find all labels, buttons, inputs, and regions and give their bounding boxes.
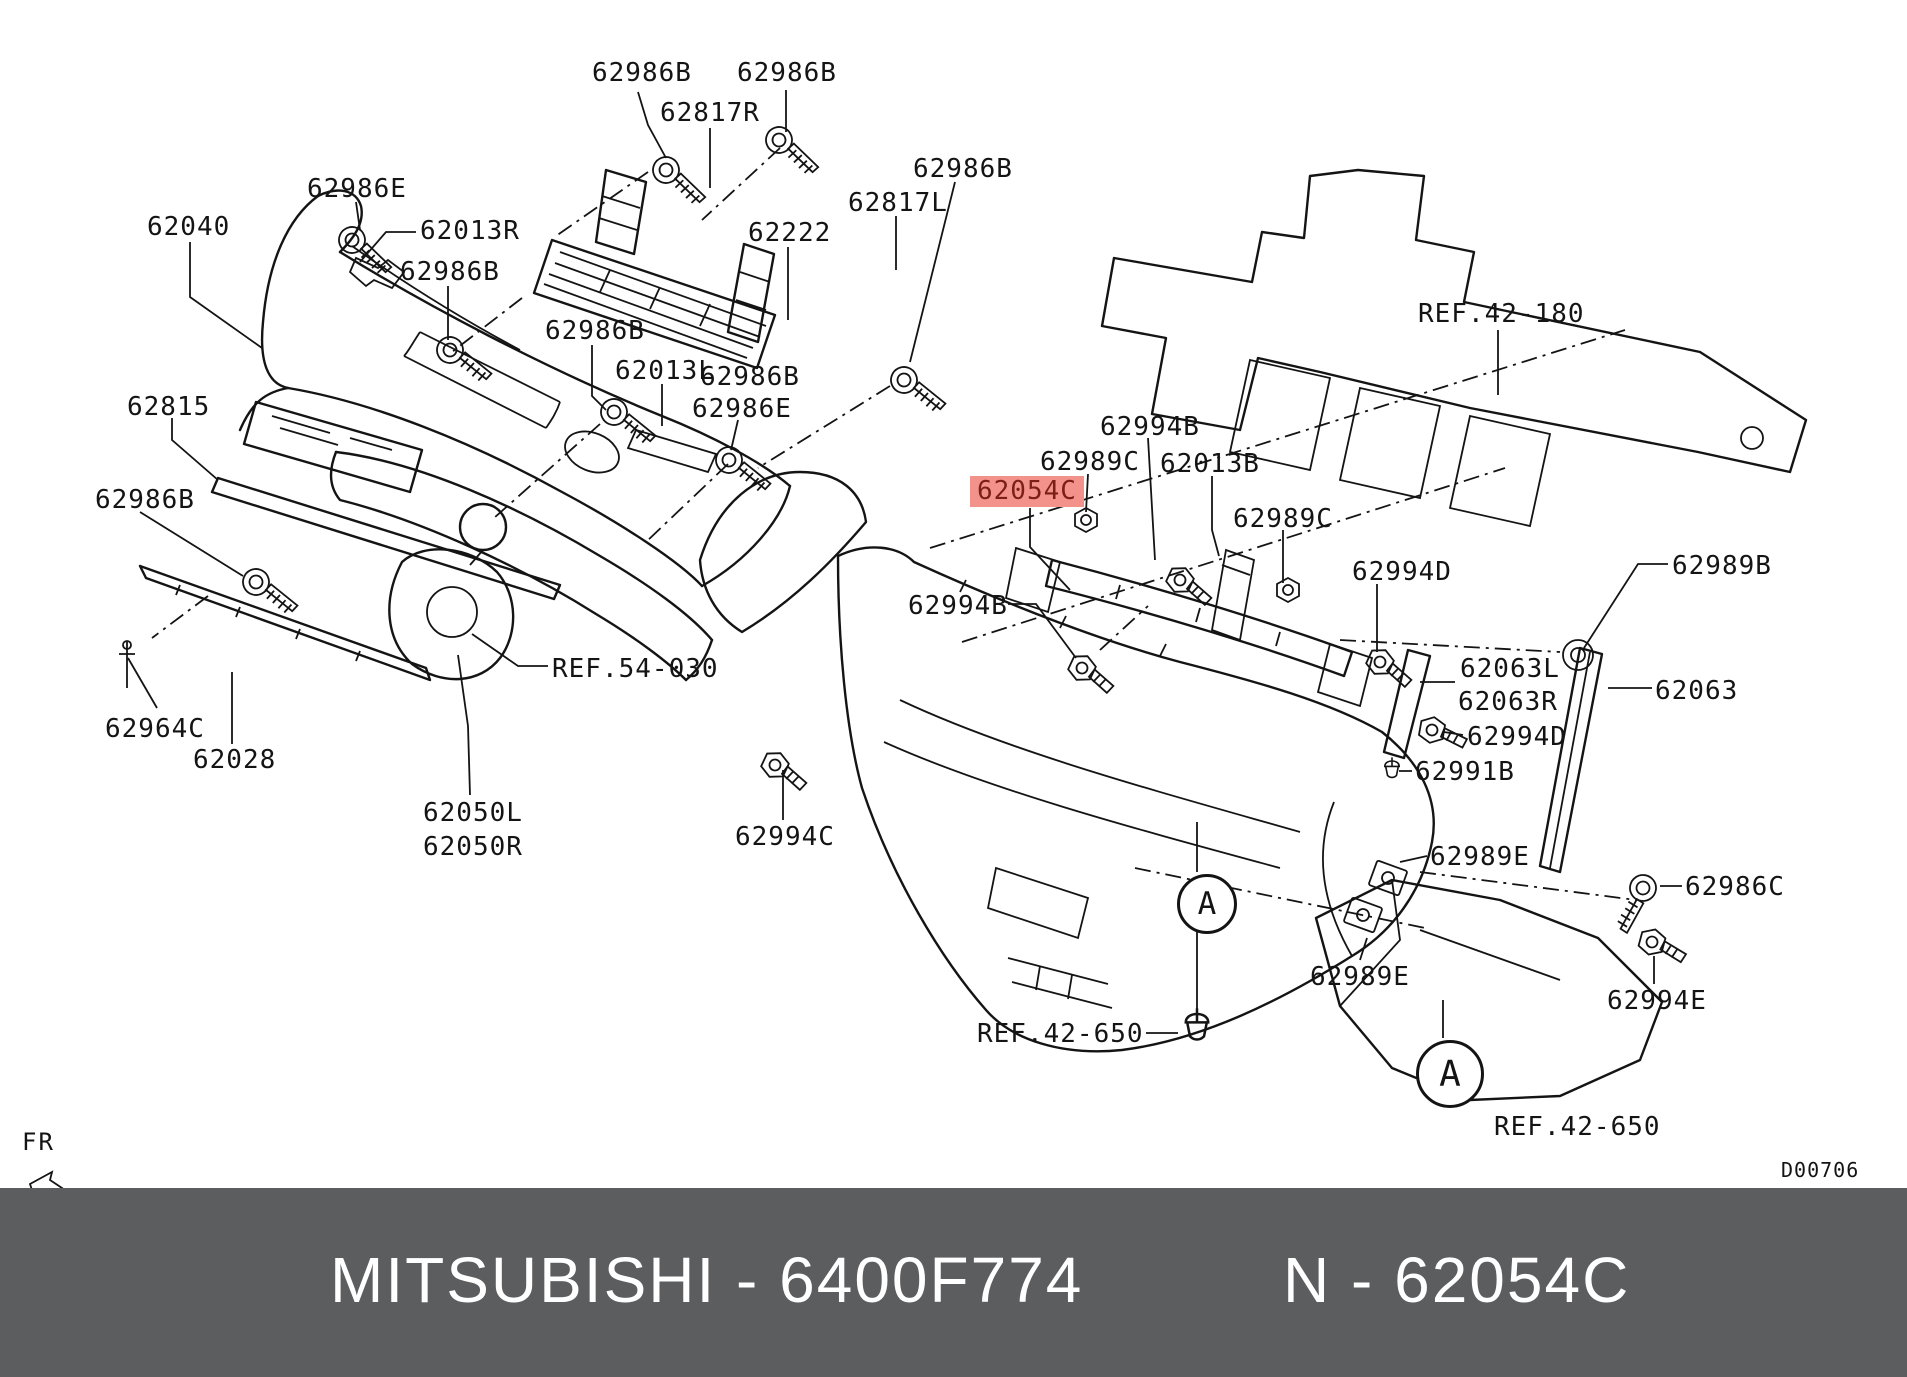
- part-label[interactable]: 62986B: [400, 257, 500, 287]
- part-label[interactable]: 62050R: [423, 832, 523, 862]
- part-label[interactable]: REF.54-030: [552, 654, 719, 684]
- part-label[interactable]: 62989B: [1672, 551, 1772, 581]
- footer-banner: MITSUBISHI - 6400F774 N - 62054C: [0, 1188, 1907, 1377]
- part-label[interactable]: 62986B: [95, 485, 195, 515]
- part-label[interactable]: 62013R: [420, 216, 520, 246]
- part-label[interactable]: 62994D: [1352, 557, 1452, 587]
- part-label[interactable]: 62994C: [735, 822, 835, 852]
- callout-a: A: [1416, 1040, 1484, 1108]
- part-label[interactable]: 62986B: [913, 154, 1013, 184]
- diagram-code: D00706: [1781, 1158, 1860, 1182]
- part-label[interactable]: 62986B: [592, 58, 692, 88]
- part-label[interactable]: 62050L: [423, 798, 523, 828]
- part-label[interactable]: 62986B: [700, 362, 800, 392]
- part-label[interactable]: REF.42-180: [1418, 299, 1585, 329]
- part-label[interactable]: 62994B: [908, 591, 1008, 621]
- fr-label: FR: [22, 1128, 55, 1156]
- part-label[interactable]: 62063R: [1458, 687, 1558, 717]
- part-label[interactable]: 62817L: [848, 188, 948, 218]
- part-label[interactable]: 62989E: [1430, 842, 1530, 872]
- left-bumper-assembly: [138, 168, 792, 682]
- catalog-part-number: N - 62054C: [1283, 1243, 1631, 1316]
- part-label[interactable]: REF.42-650: [1494, 1112, 1661, 1142]
- part-label[interactable]: 62964C: [105, 714, 205, 744]
- part-label[interactable]: 62817R: [660, 98, 760, 128]
- part-label[interactable]: 62040: [147, 212, 231, 242]
- part-label[interactable]: 62989C: [1040, 447, 1140, 477]
- part-label[interactable]: 62013B: [1160, 449, 1260, 479]
- part-label[interactable]: 62989C: [1233, 504, 1333, 534]
- part-label[interactable]: 62013L: [615, 356, 715, 386]
- leader-lines: [127, 90, 1682, 1038]
- part-label[interactable]: 62028: [193, 745, 277, 775]
- part-label[interactable]: 62994D: [1467, 722, 1567, 752]
- part-label[interactable]: 62994E: [1607, 986, 1707, 1016]
- callout-a: A: [1177, 874, 1237, 934]
- part-label[interactable]: 62986E: [692, 394, 792, 424]
- part-label[interactable]: 62989E: [1310, 962, 1410, 992]
- part-label[interactable]: 62986C: [1685, 872, 1785, 902]
- part-label-highlighted[interactable]: 62054C: [970, 476, 1084, 508]
- part-label[interactable]: 62986B: [545, 316, 645, 346]
- part-label[interactable]: 62222: [748, 218, 832, 248]
- construction-lines: [151, 147, 1637, 929]
- part-label[interactable]: 62986B: [737, 58, 837, 88]
- brand-part-number: MITSUBISHI - 6400F774: [330, 1243, 1084, 1316]
- part-label[interactable]: 62815: [127, 392, 211, 422]
- part-label[interactable]: 62994B: [1100, 412, 1200, 442]
- part-label[interactable]: REF.42-650: [977, 1019, 1144, 1049]
- part-label[interactable]: 62986E: [307, 174, 407, 204]
- part-label[interactable]: 62063: [1655, 676, 1739, 706]
- part-label[interactable]: 62991B: [1415, 757, 1515, 787]
- part-label[interactable]: 62063L: [1460, 654, 1560, 684]
